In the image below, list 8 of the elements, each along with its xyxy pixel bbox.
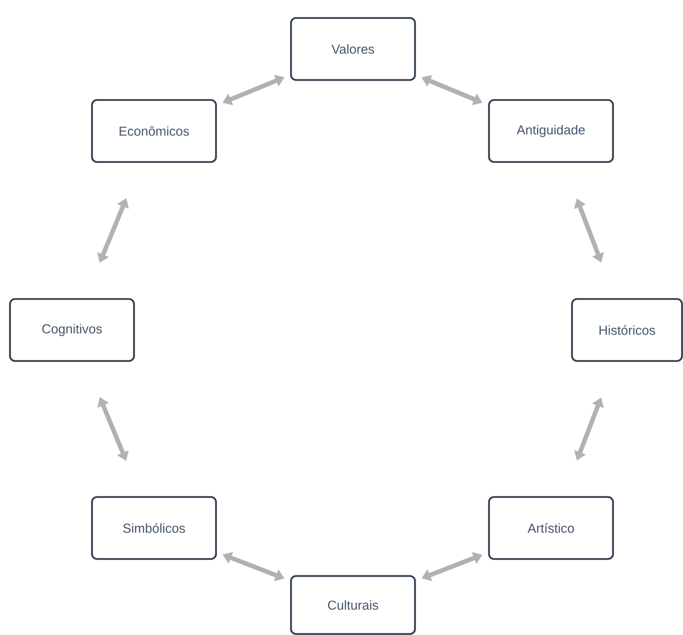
category-box: Antiguidade — [488, 99, 614, 163]
category-box: Históricos — [571, 298, 683, 362]
category-box: Simbólicos — [91, 496, 217, 560]
category-box: Econômicos — [91, 99, 217, 163]
category-box: Artístico — [488, 496, 614, 560]
category-box: Valores — [290, 17, 416, 81]
category-box: Culturais — [290, 575, 416, 635]
category-box: Cognitivos — [9, 298, 135, 362]
